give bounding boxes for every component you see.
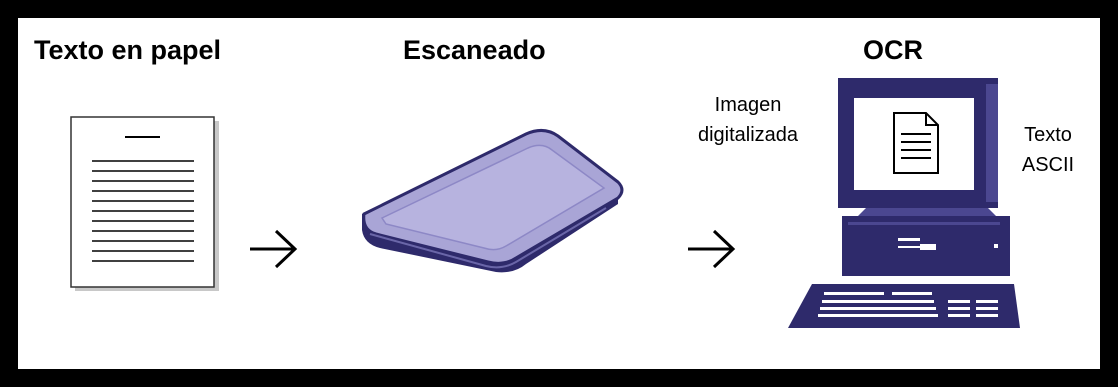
arrow-right-icon — [688, 229, 736, 269]
caption-line: Texto — [1024, 124, 1072, 146]
caption-line: ASCII — [1021, 154, 1075, 176]
flatbed-scanner-icon — [362, 129, 624, 273]
document-icon — [70, 116, 219, 291]
step-title-ocr: OCR — [863, 35, 923, 65]
arrow-right-icon — [250, 229, 298, 269]
step-title-scan: Escaneado — [403, 35, 546, 65]
scanned-image-caption: Imagen digitalizada — [678, 90, 818, 150]
step-title-paper: Texto en papel — [34, 35, 222, 65]
caption-line: digitalizada — [697, 124, 799, 146]
screen-document-icon — [893, 112, 939, 174]
desktop-computer-icon — [788, 78, 1020, 328]
ascii-text-caption: Texto ASCII — [1008, 120, 1088, 180]
caption-line: Imagen — [714, 94, 782, 116]
ocr-diagram: Texto en papel Escaneado OCR — [18, 18, 1100, 369]
